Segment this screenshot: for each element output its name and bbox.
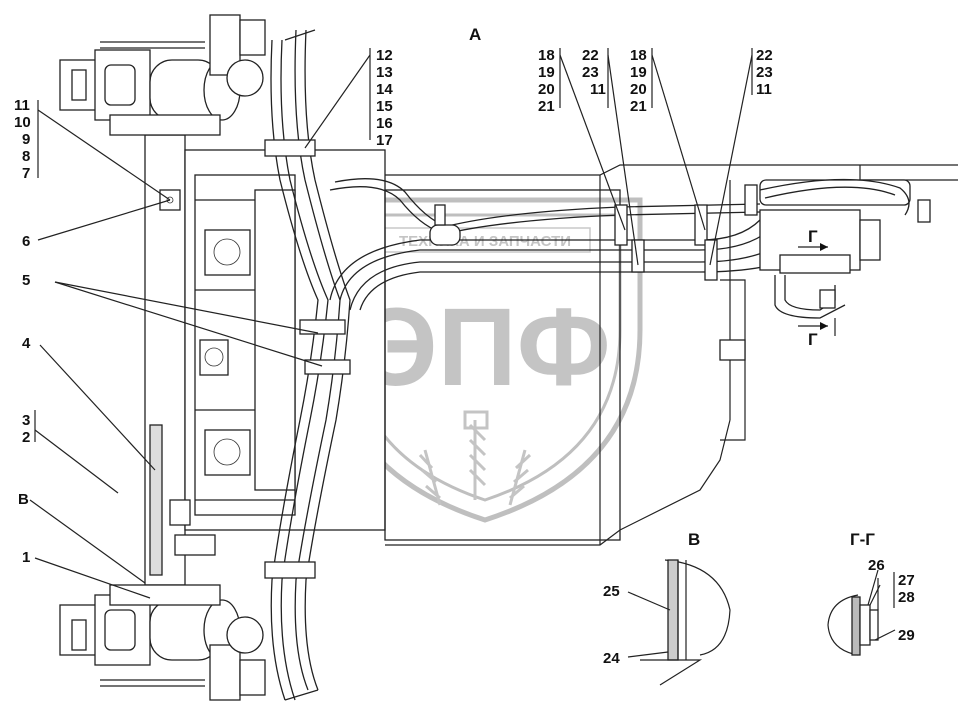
frame-body bbox=[144, 134, 958, 586]
callout-25: 25 bbox=[603, 583, 620, 600]
callout-23-second: 23 bbox=[756, 64, 773, 81]
callout-22-second: 22 bbox=[756, 47, 773, 64]
steering-cylinder-bottom bbox=[59, 584, 266, 701]
callout-24: 24 bbox=[603, 650, 620, 667]
callout-17: 17 bbox=[376, 132, 393, 149]
vertical-hoses bbox=[264, 29, 351, 701]
leader-lines bbox=[29, 48, 753, 599]
callout-28: 28 bbox=[898, 589, 915, 606]
callout-20-second: 20 bbox=[630, 81, 647, 98]
steering-cylinder-top bbox=[59, 14, 266, 136]
callout-19-second: 19 bbox=[630, 64, 647, 81]
callout-16: 16 bbox=[376, 115, 393, 132]
callout-15: 15 bbox=[376, 98, 393, 115]
callout-11-second: 11 bbox=[590, 81, 606, 98]
callout-19: 19 bbox=[538, 64, 555, 81]
callout-1: 1 bbox=[22, 549, 30, 566]
section-b-detail bbox=[627, 559, 731, 686]
titles: А В Г-Г Г Г bbox=[469, 25, 875, 549]
callout-13: 13 bbox=[376, 64, 393, 81]
callout-21: 21 bbox=[538, 98, 555, 115]
callout-18-second: 18 bbox=[630, 47, 647, 64]
section-g-detail bbox=[827, 569, 896, 656]
callout-29: 29 bbox=[898, 627, 915, 644]
callout-11-third: 11 bbox=[756, 81, 772, 98]
watermark-banner-text: ТЕХНИКА И ЗАПЧАСТИ bbox=[399, 233, 571, 250]
callout-26: 26 bbox=[868, 557, 885, 574]
callout-7: 7 bbox=[22, 165, 30, 182]
callout-22: 22 bbox=[582, 47, 599, 64]
watermark-logo-text: ЭПФ bbox=[359, 286, 610, 409]
callout-27: 27 bbox=[898, 572, 915, 589]
callout-5: 5 bbox=[22, 272, 30, 289]
section-g-title: Г-Г bbox=[850, 530, 875, 549]
section-b-title: В bbox=[688, 530, 700, 549]
section-mark-top: Г bbox=[808, 227, 818, 246]
callout-2: 2 bbox=[22, 429, 30, 446]
callout-labels: 12 13 14 15 16 17 11 10 9 8 7 6 5 4 3 2 … bbox=[14, 47, 915, 667]
callout-20: 20 bbox=[538, 81, 555, 98]
callout-8: 8 bbox=[22, 148, 30, 165]
callout-3: 3 bbox=[22, 412, 30, 429]
callout-12: 12 bbox=[376, 47, 393, 64]
callout-18: 18 bbox=[538, 47, 555, 64]
callout-23: 23 bbox=[582, 64, 599, 81]
callout-14: 14 bbox=[376, 81, 393, 98]
hydraulic-distributor bbox=[744, 178, 911, 336]
view-title: А bbox=[469, 25, 481, 44]
callout-21-second: 21 bbox=[630, 98, 647, 115]
callout-9: 9 bbox=[22, 131, 30, 148]
callout-11: 11 bbox=[14, 97, 30, 114]
section-mark-bottom: Г bbox=[808, 330, 818, 349]
callout-b-view: В bbox=[18, 491, 29, 508]
callout-6: 6 bbox=[22, 233, 30, 250]
callout-10: 10 bbox=[14, 114, 31, 131]
callout-4: 4 bbox=[22, 335, 31, 352]
